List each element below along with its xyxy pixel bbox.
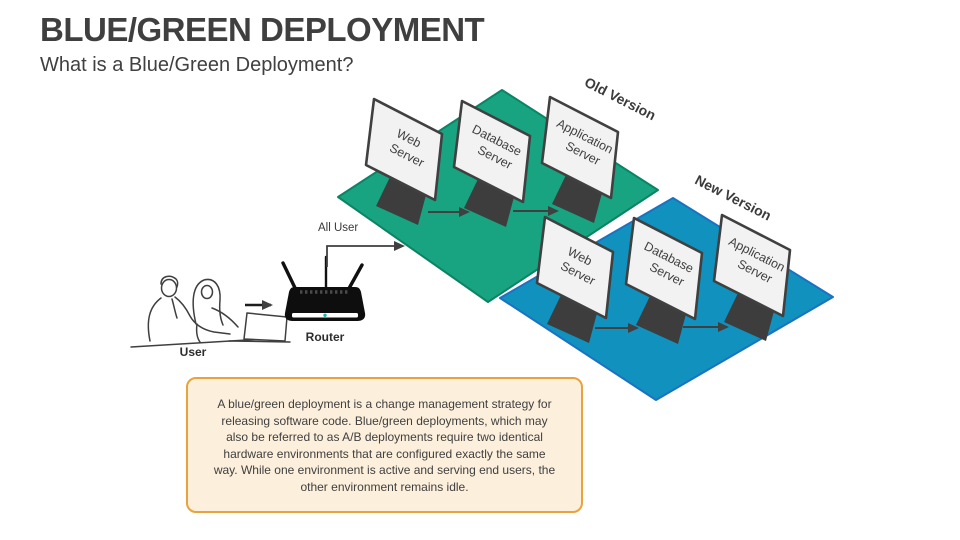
server-flow-arrows <box>428 206 729 333</box>
description-box: A blue/green deployment is a change mana… <box>186 377 583 513</box>
all-user-label: All User <box>318 222 358 234</box>
arrow-router-to-old-environment <box>326 241 405 267</box>
router-led <box>323 313 327 317</box>
description-line: A blue/green deployment is a change mana… <box>217 397 552 411</box>
monitor-application-server-old: Application Server <box>540 95 620 223</box>
description-line: other environment remains idle. <box>300 479 469 494</box>
monitor-application-server-new: Application Server <box>712 213 792 341</box>
description-line: also be referred to as A/B deployments r… <box>226 430 543 444</box>
user-label: User <box>180 345 207 359</box>
monitor-screen <box>540 95 620 200</box>
monitor-database-server-old: Database Server <box>452 99 532 227</box>
router-body <box>284 287 366 321</box>
slide-header: BLUE/GREEN DEPLOYMENT What is a Blue/Gre… <box>40 11 485 77</box>
monitor-screen <box>364 97 444 202</box>
monitor-screen <box>535 215 615 320</box>
monitor-screen <box>452 99 532 204</box>
monitor-screen <box>712 213 792 318</box>
monitor-database-server-new: Database Server <box>624 216 704 344</box>
router-icon <box>281 255 366 321</box>
page-title: BLUE/GREEN DEPLOYMENT <box>40 11 485 48</box>
monitor-screen <box>624 216 704 321</box>
description-line: releasing software code. Blue/green depl… <box>221 413 548 428</box>
page-subtitle: What is a Blue/Green Deployment? <box>40 54 354 77</box>
description-line: way. While one environment is active and… <box>213 463 556 477</box>
monitor-web-server-new: Web Server <box>535 215 615 343</box>
new-version-label: New Version <box>693 172 774 224</box>
monitor-web-server-old: Web Server <box>364 97 444 225</box>
description-line: hardware environments that are configure… <box>223 446 546 461</box>
user-figure-icon <box>130 275 291 348</box>
old-version-label: Old Version <box>582 74 659 124</box>
router-label: Router <box>306 330 345 344</box>
